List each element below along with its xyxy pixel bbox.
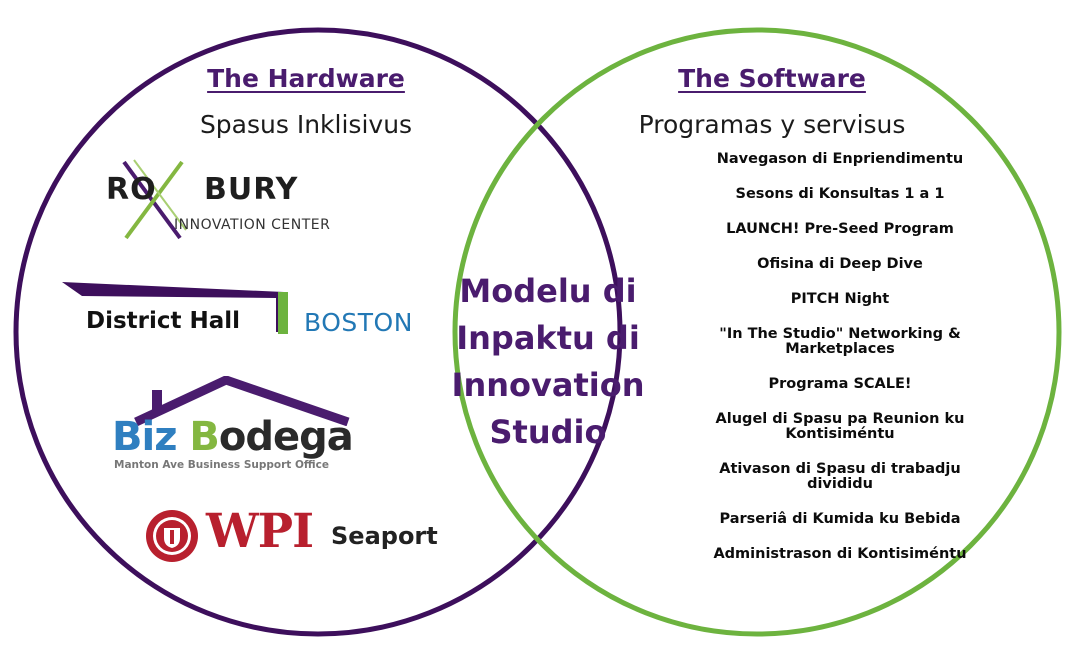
wpi-name: WPI [206,504,314,559]
program-item-text: Ativason di Spasu di trabadju [719,461,961,477]
program-item: Navegason di Enpriendimentu [680,152,1000,167]
program-item-text: Kontisiméntu [785,426,895,442]
program-item-text: Parseriâ di Kumida ku Bebida [719,511,961,527]
program-item-text: LAUNCH! Pre-Seed Program [726,221,954,237]
biz-bodega-brand: Biz Bodega [112,414,354,460]
program-item: Administrason di Kontisiméntu [680,547,1000,562]
software-program-list: Navegason di Enpriendimentu Sesons di Ko… [680,152,1000,582]
program-item-text: Administrason di Kontisiméntu [713,546,967,562]
biz-bodega-logo: Biz Bodega Manton Ave Business Support O… [108,376,378,476]
biz-bodega-brand-biz: Biz [112,414,190,460]
program-item-text: Programa SCALE! [768,376,912,392]
roxbury-x-mark [122,159,187,240]
software-subheading: Programas y servisus [638,110,906,139]
program-item-text: "In The Studio" Networking & [719,326,961,342]
program-item: LAUNCH! Pre-Seed Program [680,222,1000,237]
hardware-heading: The Hardware [207,64,405,93]
program-item-text: Alugel di Spasu pa Reunion ku [715,411,965,427]
program-item: Ofisina di Deep Dive [680,257,1000,272]
program-item: Parseriâ di Kumida ku Bebida [680,512,1000,527]
roxbury-innovation-center-logo: RO BURY INNOVATION CENTER [104,158,384,244]
program-item: "In The Studio" Networking &Marketplaces [680,327,1000,357]
program-item: Sesons di Konsultas 1 a 1 [680,187,1000,202]
center-title-line: Modelu di [459,272,637,310]
program-item: Programa SCALE! [680,377,1000,392]
district-hall-name: District Hall [86,308,241,334]
biz-bodega-tagline: Manton Ave Business Support Office [114,459,329,471]
biz-bodega-brand-rest: odega [218,414,354,460]
center-title-line: Inpaktu di [456,319,640,357]
program-item-text: Ofisina di Deep Dive [757,256,923,272]
program-item-text: PITCH Night [790,291,890,307]
roxbury-tagline: INNOVATION CENTER [174,217,331,233]
biz-bodega-roof-icon [134,376,350,426]
wpi-seal-icon [146,510,198,562]
program-item-text: divididu [807,476,873,492]
program-item-text: Marketplaces [785,341,895,357]
program-item: PITCH Night [680,292,1000,307]
district-hall-boston-logo: District Hall BOSTON [60,280,440,340]
biz-bodega-brand-b: B [189,414,219,460]
wpi-location: Seaport [331,522,438,550]
software-circle [452,27,1062,637]
district-hall-city: BOSTON [304,308,413,337]
hardware-subheading: Spasus Inklisivus [199,110,413,139]
wpi-seaport-logo: WPI Seaport [144,504,444,564]
district-hall-roof-mark [62,282,288,334]
roxbury-name-left: RO [106,172,157,207]
roxbury-name-right: BURY [204,172,299,207]
center-title: Modelu di Inpaktu di Innovation Studio [448,268,648,456]
software-heading: The Software [678,64,866,93]
center-title-line: Studio [489,413,607,451]
program-item-text: Navegason di Enpriendimentu [716,151,964,167]
hardware-circle [13,27,623,637]
program-item-text: Sesons di Konsultas 1 a 1 [735,186,945,202]
center-title-line: Innovation [451,366,645,404]
